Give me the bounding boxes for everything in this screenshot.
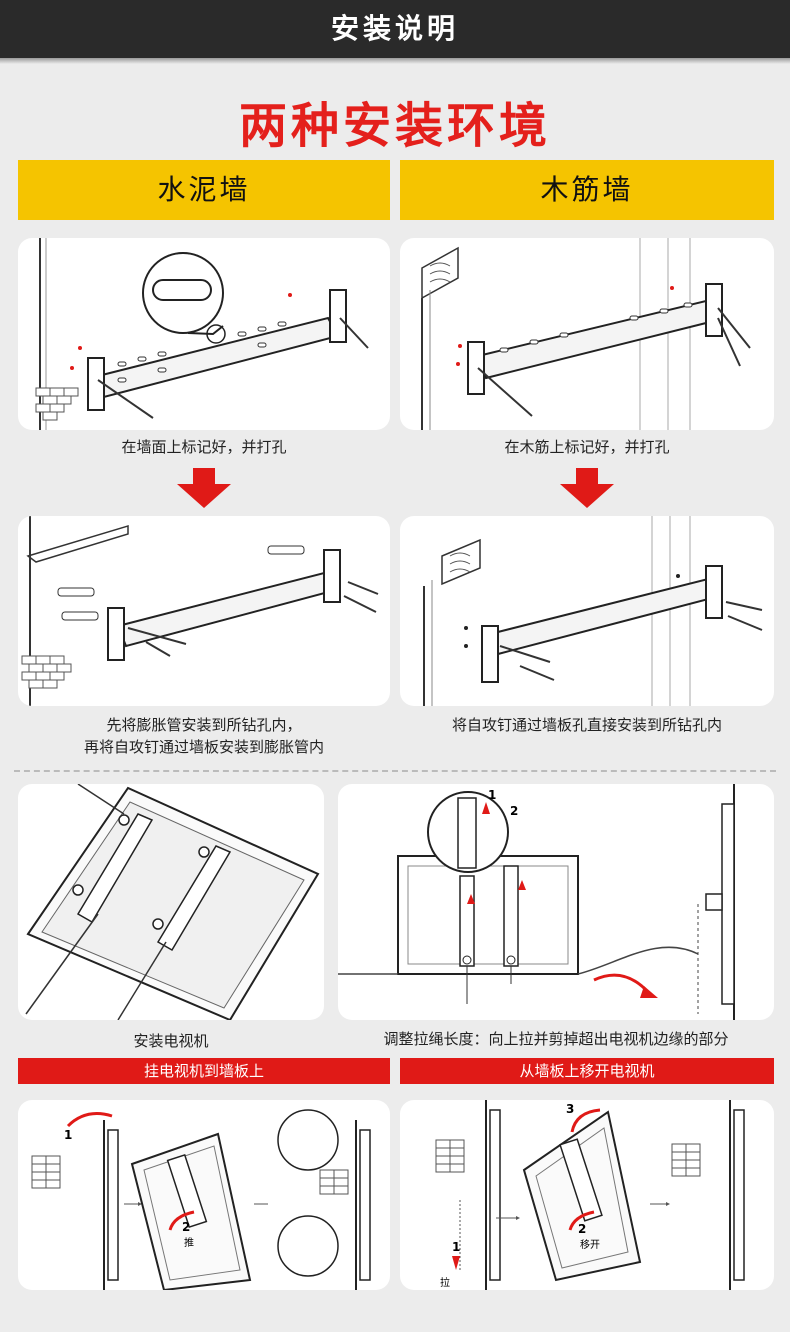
diagram-concrete-mark-drill bbox=[18, 238, 390, 430]
step-number: 3 bbox=[566, 1102, 575, 1116]
section-hang-tv: 挂电视机到墙板上 bbox=[18, 1058, 390, 1084]
header-shadow bbox=[0, 58, 790, 64]
pull-label: 拉 bbox=[440, 1278, 450, 1289]
diagram-rope-adjust: 1 2 bbox=[338, 784, 774, 1020]
caption-line: 再将自攻钉通过墙板安装到膨胀管内 bbox=[83, 738, 324, 756]
diagram-tv-install bbox=[18, 784, 324, 1020]
push-label: 推 bbox=[184, 1238, 194, 1249]
section-divider bbox=[14, 770, 776, 772]
step-number: 2 bbox=[510, 804, 519, 818]
main-title: 两种安装环境 bbox=[238, 98, 551, 154]
move-away-label: 移开 bbox=[580, 1240, 600, 1251]
diagram-remove-tv: 1 拉 2 移开 3 bbox=[400, 1100, 774, 1290]
step-number: 1 bbox=[64, 1128, 73, 1142]
page-header: 安装说明 bbox=[0, 0, 790, 58]
caption-rope-adjust: 调整拉绳长度：向上拉并剪掉超出电视机边缘的部分 bbox=[383, 1030, 729, 1048]
step-number: 2 bbox=[182, 1220, 191, 1234]
diagram-wood-mark-drill bbox=[400, 238, 774, 430]
step-number: 1 bbox=[488, 788, 497, 802]
caption-step2-concrete: 先将膨胀管安装到所钻孔内， 再将自攻钉通过墙板安装到膨胀管内 bbox=[18, 714, 390, 758]
caption-step2-wood: 将自攻钉通过墙板孔直接安装到所钻孔内 bbox=[451, 716, 722, 734]
column-label-wood: 木筋墙 bbox=[400, 160, 774, 220]
down-arrow-icon bbox=[177, 468, 231, 508]
section-remove-tv: 从墙板上移开电视机 bbox=[400, 1058, 774, 1084]
caption-tv-install: 安装电视机 bbox=[133, 1032, 209, 1050]
caption-step1-concrete: 在墙面上标记好，并打孔 bbox=[121, 438, 287, 456]
down-arrow-icon bbox=[560, 468, 614, 508]
step-number: 1 bbox=[452, 1240, 461, 1254]
caption-step1-wood: 在木筋上标记好，并打孔 bbox=[504, 438, 670, 456]
diagram-concrete-anchors bbox=[18, 516, 390, 706]
step-number: 2 bbox=[578, 1222, 587, 1236]
column-label-concrete: 水泥墙 bbox=[18, 160, 390, 220]
diagram-wood-screws bbox=[400, 516, 774, 706]
caption-line: 先将膨胀管安装到所钻孔内， bbox=[106, 716, 302, 734]
diagram-hang-tv: 1 2 推 bbox=[18, 1100, 390, 1290]
